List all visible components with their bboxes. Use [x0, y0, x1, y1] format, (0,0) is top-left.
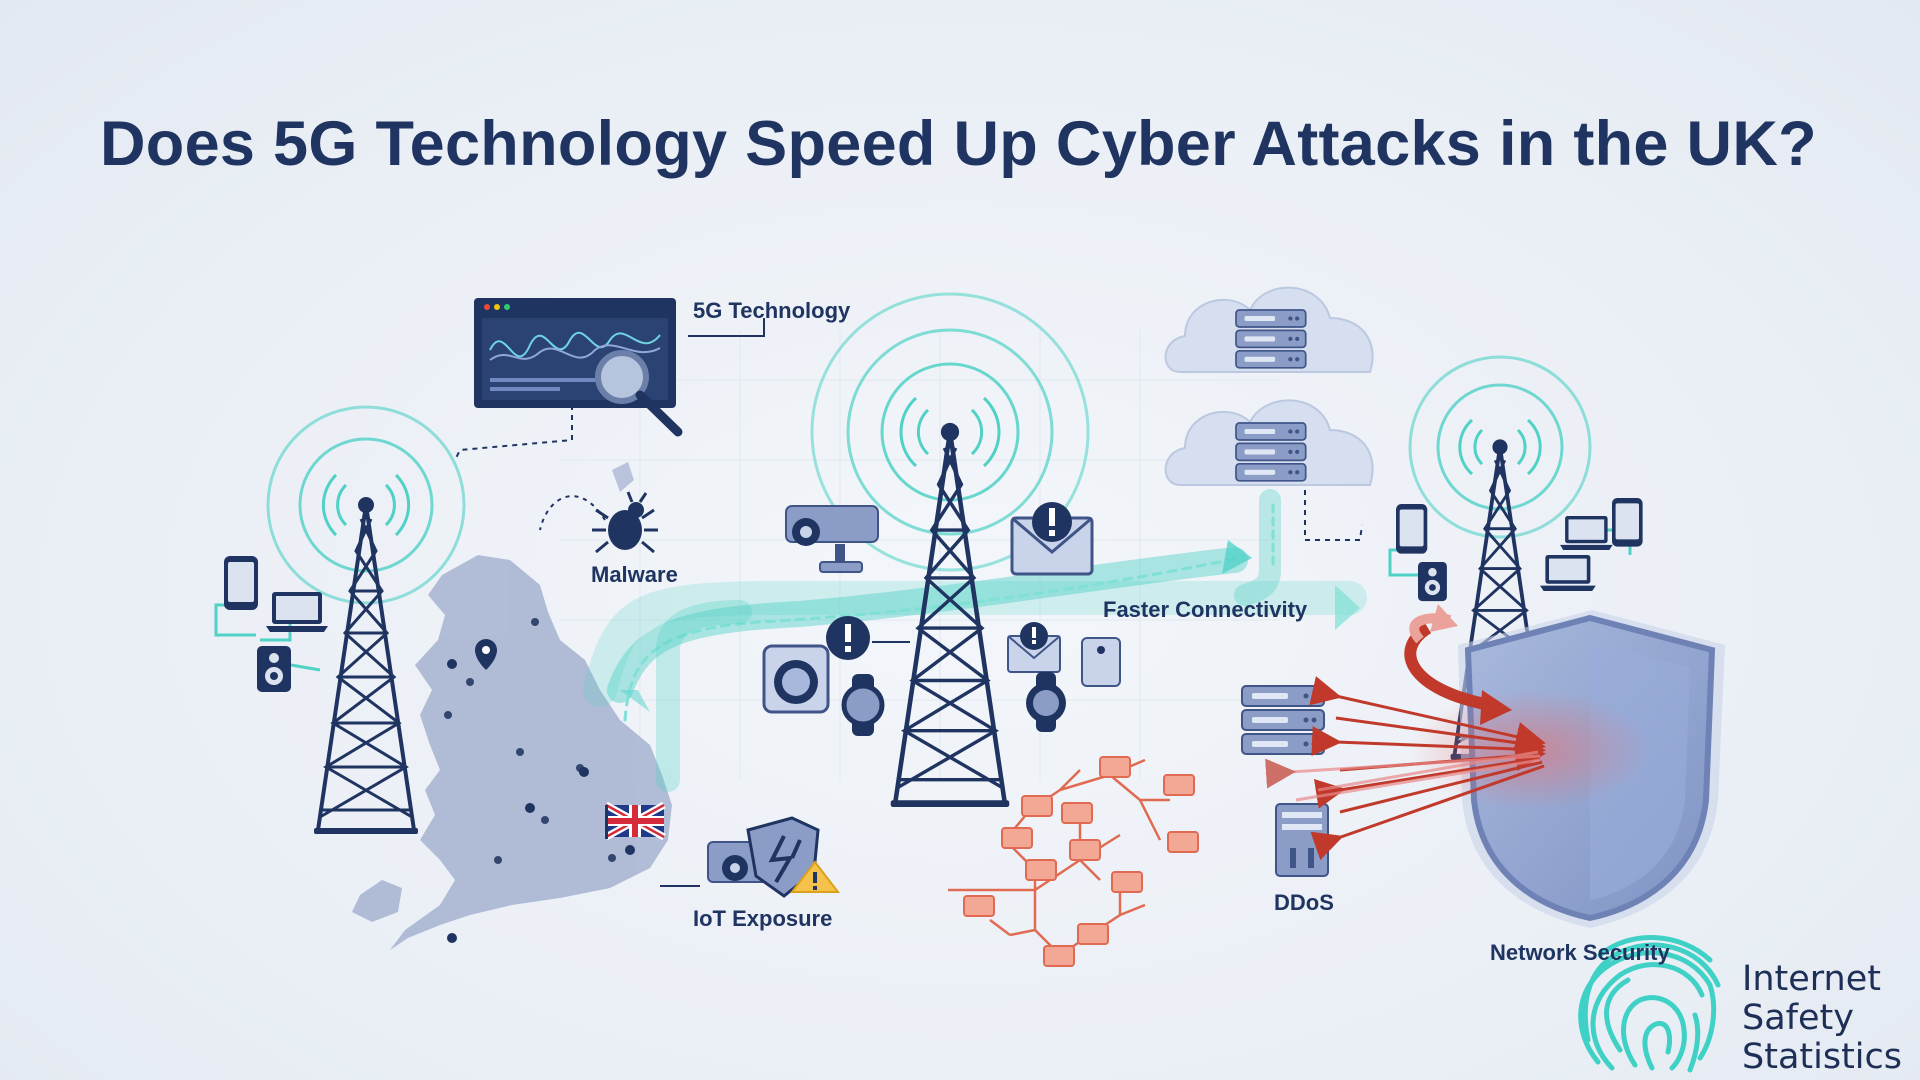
laptop-icon-right-2: [1540, 555, 1596, 591]
label-ddos: DDoS: [1274, 890, 1334, 915]
faster-connectivity-stream: [583, 489, 1367, 792]
uk-flag-icon: [604, 801, 666, 841]
laptop-icon: [266, 592, 328, 632]
cloud-dashed-line: [1304, 490, 1363, 541]
cell-tower-icon-left: [312, 495, 420, 836]
botnet-tree: [948, 758, 1170, 957]
laptop-icon-right: [1560, 516, 1613, 550]
label-iot-exposure: IoT Exposure: [693, 906, 833, 931]
malware-dashed-line: [539, 495, 606, 531]
page-title: Does 5G Technology Speed Up Cyber Attack…: [100, 109, 1817, 179]
speaker-icon: [257, 646, 291, 692]
left-devices: [214, 556, 328, 692]
mail-alert-icon: [1010, 502, 1094, 576]
cloud-server-icon-bottom: [1164, 399, 1374, 486]
monitor-icon: [474, 298, 676, 408]
washing-machine-icon: [762, 644, 830, 714]
tech-connector: [688, 318, 765, 337]
ddos-tower-icon: [1275, 803, 1329, 877]
monitor-dashed-line: [454, 405, 573, 461]
smartwatch-icon-center: [1026, 672, 1066, 732]
server-icon: [1241, 685, 1325, 755]
signal-waves-right: [1408, 355, 1592, 539]
right-devices: [1388, 498, 1643, 602]
label-malware: Malware: [591, 562, 678, 587]
speaker-icon-right: [1418, 562, 1447, 602]
ddos-attack-arrows: [1309, 676, 1546, 861]
warning-icon: [789, 860, 841, 893]
smartwatch-icon: [841, 674, 885, 736]
label-network-security: Network Security: [1490, 940, 1670, 965]
brand-line-2: Safety: [1742, 998, 1854, 1038]
smartphone-icon-right-2: [1612, 498, 1643, 547]
location-pin-icon: [475, 639, 497, 670]
magnifier-icon: [595, 350, 683, 437]
brand-logo-text: Internet Safety Statistics: [1742, 960, 1902, 1077]
smartphone-icon: [224, 556, 258, 610]
label-5g-technology: 5G Technology: [693, 298, 851, 323]
curved-attack-arrow: [1404, 604, 1512, 725]
uk-map: [352, 462, 672, 950]
alert-icon: [826, 616, 910, 660]
sensor-icon: [1081, 637, 1121, 687]
bug-icon: [592, 491, 658, 554]
mail-alert-icon-small: [1007, 622, 1061, 673]
fingerprint-icon: [1578, 935, 1721, 1073]
camera-icon: [785, 505, 879, 573]
smartphone-icon-right: [1396, 504, 1428, 554]
label-faster-connectivity: Faster Connectivity: [1103, 597, 1308, 622]
cloud-server-icon-top: [1164, 286, 1374, 373]
brand-line-3: Statistics: [1742, 1037, 1902, 1077]
brand-line-1: Internet: [1742, 959, 1881, 999]
map-markers: [447, 659, 635, 943]
signal-waves-left: [266, 405, 466, 605]
attack-arrow-faint: [1265, 750, 1541, 802]
